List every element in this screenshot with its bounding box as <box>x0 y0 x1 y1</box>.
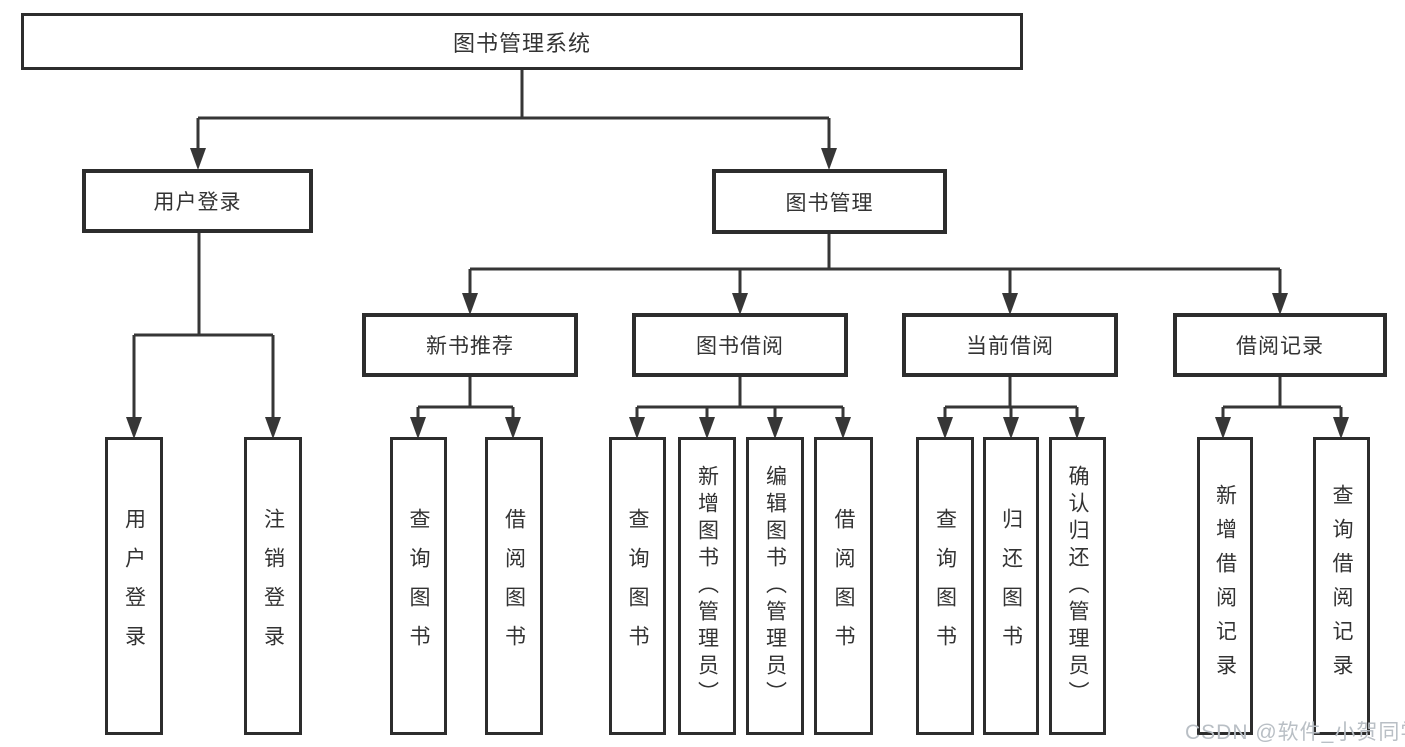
node-library-management-system: 图书管理系统 <box>21 13 1023 70</box>
node-current-borrow: 当前借阅 <box>902 313 1118 377</box>
leaf-borrow-book: 借阅图书 <box>814 437 873 735</box>
node-user-login: 用户登录 <box>82 169 313 233</box>
leaf-return-book: 归还图书 <box>983 437 1039 735</box>
csdn-watermark: CSDN @软件_小贺同学 <box>1185 721 1405 744</box>
leaf-borrow-books-recommend: 借阅图书 <box>485 437 543 735</box>
leaf-query-books-recommend: 查询图书 <box>390 437 447 735</box>
leaf-add-book-admin: 新增图书（管理员） <box>678 437 736 735</box>
node-book-borrow: 图书借阅 <box>632 313 848 377</box>
leaf-logout: 注销登录 <box>244 437 302 735</box>
node-new-book-recommend: 新书推荐 <box>362 313 578 377</box>
leaf-query-borrow-record: 查询借阅记录 <box>1313 437 1370 735</box>
leaf-query-books-borrow: 查询图书 <box>609 437 666 735</box>
leaf-edit-book-admin: 编辑图书（管理员） <box>746 437 804 735</box>
leaf-user-login: 用户登录 <box>105 437 163 735</box>
leaf-confirm-return-admin: 确认归还（管理员） <box>1049 437 1106 735</box>
node-borrow-records: 借阅记录 <box>1173 313 1387 377</box>
node-book-management: 图书管理 <box>712 169 947 234</box>
leaf-query-books-current: 查询图书 <box>916 437 974 735</box>
leaf-add-borrow-record: 新增借阅记录 <box>1197 437 1253 735</box>
